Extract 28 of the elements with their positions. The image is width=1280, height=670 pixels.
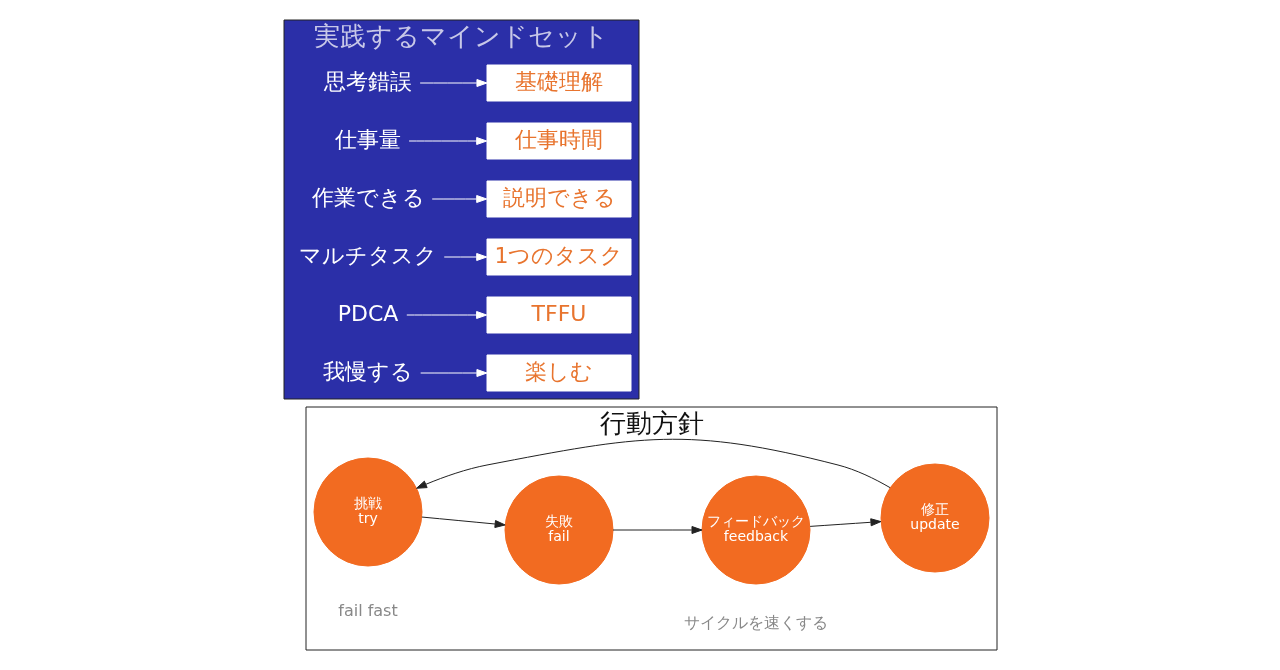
node-box: 説明できる [486,180,631,218]
arrow [612,526,702,534]
node-circle: 修正 update [880,463,989,573]
arrow [431,195,487,203]
node-box: TFFU [486,296,631,334]
node-label: fail fast [337,600,398,620]
node-label: サイクルを速くする [683,612,828,632]
arrow [419,369,487,377]
arrow [405,311,487,319]
node-text: PDCA [337,300,398,326]
node-circle: 挑戦 try [313,457,422,567]
arrow [415,438,891,489]
arrow [443,253,487,261]
arrow [420,516,506,528]
node-text: 我慢する [322,358,413,384]
node-text: マルチタスク [298,242,437,268]
node-box: 1つのタスク [486,238,631,276]
node-circle: フィードバック feedback [701,475,810,585]
node-text: 思考錯誤 [323,68,412,94]
node-box: 仕事時間 [486,122,631,160]
node-text: 仕事量 [334,126,401,152]
node-box: 楽しむ [486,354,631,392]
node-circle: 失敗 fail [504,475,613,585]
node-box: 基礎理解 [486,64,631,102]
node-text: 作業できる [311,184,424,210]
arrow [419,79,487,87]
arrow [809,518,881,527]
arrow [408,137,487,145]
